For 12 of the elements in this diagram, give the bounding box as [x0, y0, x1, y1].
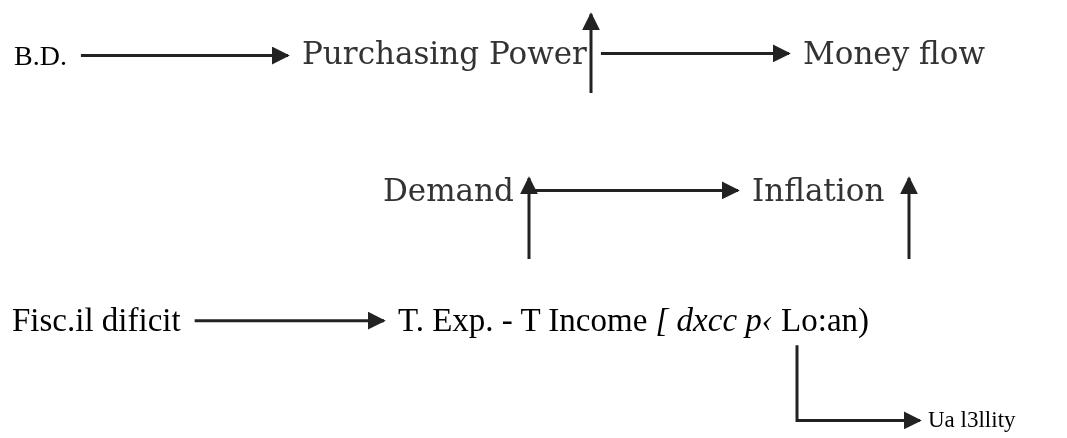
- node-label: T. Exp. - T Income [ dxcc p‹ Lo:an): [398, 300, 870, 342]
- node-label: B.D.: [14, 38, 67, 73]
- arrow: [600, 44, 791, 63]
- node-label: Purchasing Power: [302, 34, 587, 73]
- node-label: Ua l3llity: [928, 406, 1016, 435]
- node-label: Money flow: [803, 34, 985, 73]
- node-label: Inflation: [752, 171, 885, 210]
- node-label: Fisc.il dificit: [12, 300, 181, 342]
- node-label: Demand: [383, 171, 514, 210]
- arrow: [194, 311, 386, 330]
- arrow: [80, 46, 290, 65]
- arrow: [795, 345, 922, 430]
